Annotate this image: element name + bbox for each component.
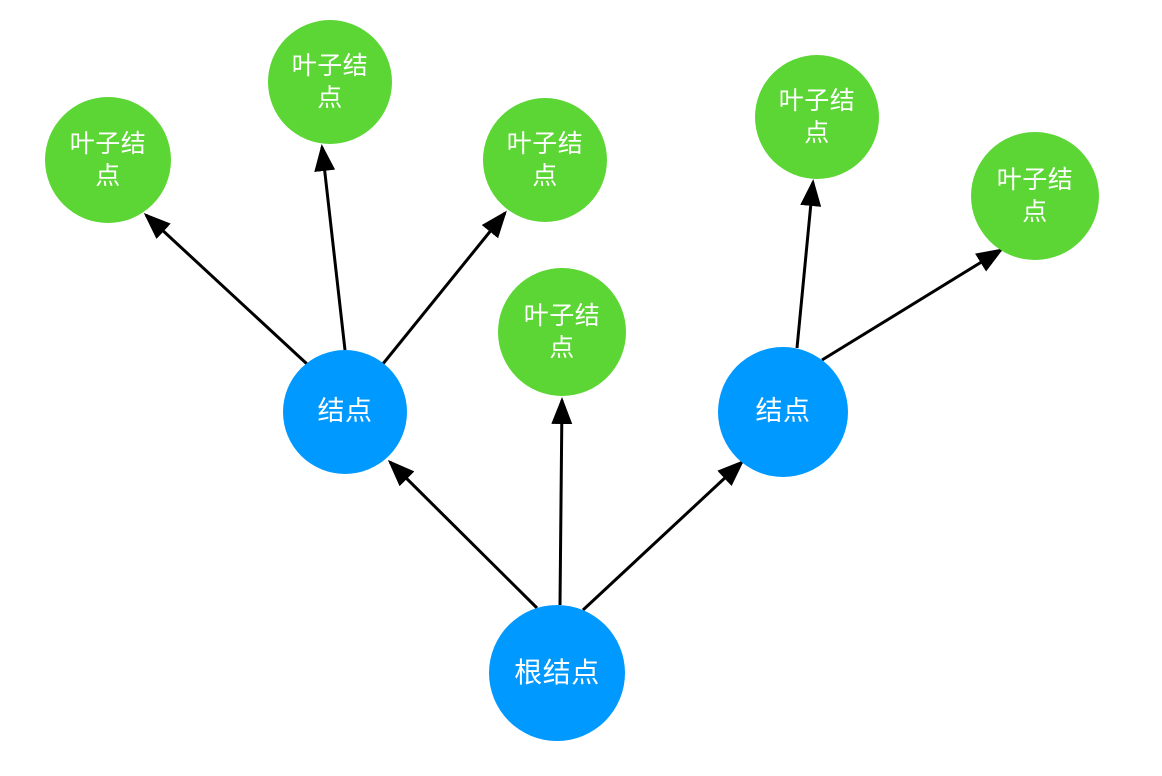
node-root[interactable]: 根结点 (489, 605, 625, 741)
edge-arrow (551, 397, 573, 606)
edge-arrow (380, 210, 507, 366)
node-leaf-4[interactable]: 叶子结点 (498, 268, 626, 396)
node-label: 叶子结点 (291, 51, 369, 112)
edge-arrow (795, 179, 822, 349)
node-leaf-5[interactable]: 叶子结点 (755, 55, 879, 179)
node-leaf-1[interactable]: 叶子结点 (45, 97, 171, 223)
node-label: 叶子结点 (69, 129, 147, 190)
node-label: 根结点 (514, 656, 600, 690)
node-label: 叶子结点 (778, 86, 856, 147)
node-n-left[interactable]: 结点 (283, 350, 407, 474)
node-label: 结点 (317, 395, 373, 427)
node-label: 结点 (755, 395, 811, 427)
node-leaf-3[interactable]: 叶子结点 (483, 98, 607, 222)
node-leaf-6[interactable]: 叶子结点 (971, 132, 1099, 260)
edge-arrow (387, 459, 539, 610)
edge-arrow (581, 459, 745, 612)
node-label: 叶子结点 (523, 301, 601, 362)
node-leaf-2[interactable]: 叶子结点 (268, 20, 392, 144)
edge-arrow (314, 144, 347, 351)
edge-arrow (821, 248, 1004, 362)
node-label: 叶子结点 (506, 129, 584, 190)
node-n-right[interactable]: 结点 (718, 347, 848, 477)
edge-arrow (143, 212, 309, 366)
node-label: 叶子结点 (996, 165, 1074, 226)
